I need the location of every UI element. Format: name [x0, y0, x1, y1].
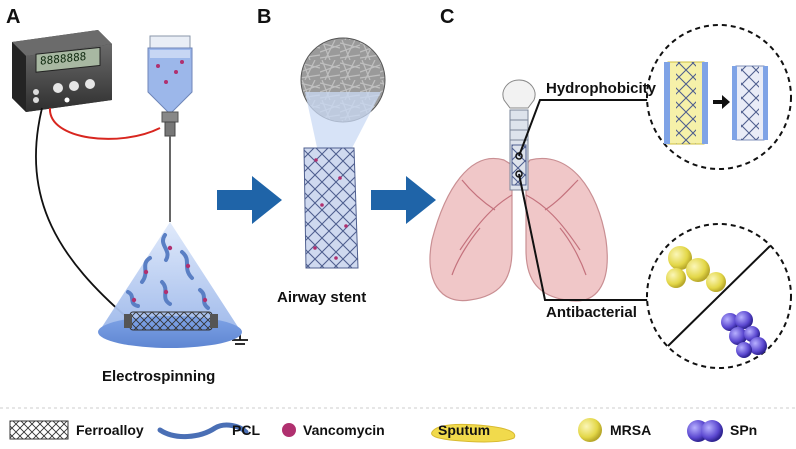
caption-electrospinning: Electrospinning: [102, 368, 216, 385]
panel-label-a: A: [6, 6, 21, 28]
label-hydrophobicity: Hydrophobicity: [546, 80, 657, 97]
ferroalloy-collector: [129, 311, 213, 331]
spn-icon: [687, 420, 723, 442]
mrsa-cluster: [666, 246, 726, 292]
caption-airway-stent: Airway stent: [277, 289, 367, 306]
fiber-icon: [157, 422, 249, 439]
arrow-a-to-b: [217, 176, 282, 224]
panel-label-b: B: [257, 6, 272, 28]
power-display-digits: 8888888: [40, 50, 86, 68]
legend-label-ferroalloy: Ferroalloy: [76, 422, 144, 438]
red-wire: [48, 107, 161, 140]
electrospinning-cone: [98, 222, 242, 348]
hydrophobicity-inset: [646, 24, 792, 170]
callout-line-top: [518, 99, 648, 157]
mesh-icon: [9, 420, 69, 440]
legend-label-vancomycin: Vancomycin: [303, 422, 385, 438]
antibacterial-inset: [646, 223, 792, 369]
panel-label-c: C: [440, 6, 455, 28]
power-display: [35, 46, 101, 73]
legend-label-spn: SPn: [730, 422, 758, 438]
label-antibacterial: Antibacterial: [546, 304, 637, 321]
black-wire: [35, 107, 131, 321]
legend-label-pcl: PCL: [232, 422, 260, 438]
spn-cluster: [721, 311, 767, 358]
legend: [9, 418, 723, 443]
legend-label-sputum: Sputum: [438, 422, 491, 438]
dot-icon: [282, 423, 296, 437]
callout-line-bottom: [518, 173, 652, 301]
legend-label-mrsa: MRSA: [610, 422, 652, 438]
power-supply: [12, 30, 112, 112]
mrsa-icon: [578, 418, 602, 442]
syringe: [147, 35, 193, 222]
lungs: [429, 79, 608, 302]
airway-stent: [300, 37, 386, 269]
sputum-icon: [431, 423, 516, 443]
arrow-b-to-c: [371, 176, 436, 224]
